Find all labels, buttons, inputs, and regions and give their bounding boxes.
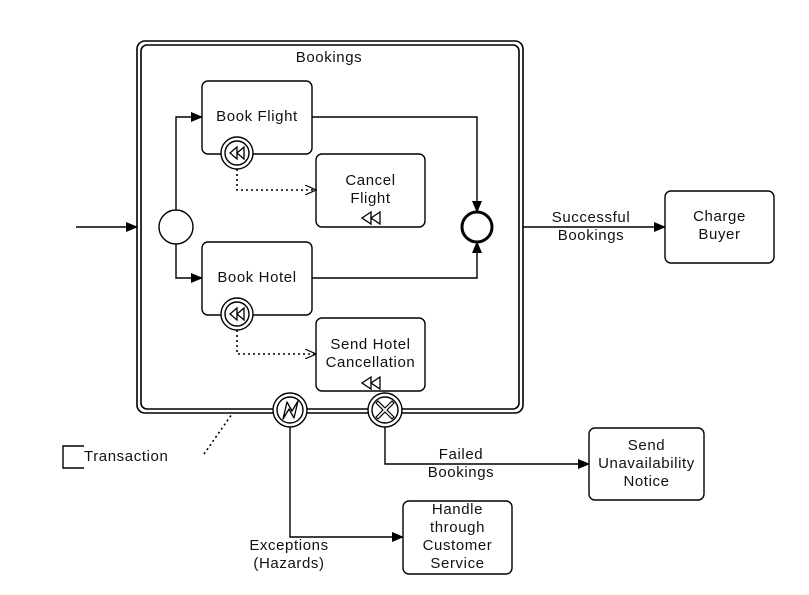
send-hotel-cancellation-line: Cancellation — [325, 354, 416, 371]
failed-bookings-line: Failed — [438, 446, 484, 463]
send-unavailability-notice-task-shape — [588, 427, 705, 501]
flow-book-hotel-to-end — [312, 241, 482, 279]
cancel-boundary-event — [367, 392, 403, 428]
handle-customer-service-line: Customer — [422, 537, 493, 554]
compensation-marker-icon — [360, 210, 381, 226]
charge-buyer-task-label: Charge Buyer — [665, 208, 774, 244]
flow-exceptions — [289, 427, 404, 542]
successful-bookings-label: Successful Bookings — [536, 209, 646, 245]
annotation-association — [203, 413, 233, 455]
handle-customer-service-task-label: Handle through Customer Service — [403, 501, 512, 573]
flow-start-to-book-hotel — [175, 244, 203, 283]
association-compensate-flight — [236, 169, 316, 190]
successful-bookings-line: Bookings — [557, 227, 625, 244]
compensation-boundary-event-flight — [220, 136, 254, 170]
charge-buyer-line: Buyer — [698, 226, 741, 243]
send-unavailability-notice-line: Notice — [623, 473, 670, 490]
cancel-flight-task-label: Cancel Flight — [316, 172, 425, 208]
exceptions-line: Exceptions — [249, 537, 329, 554]
subprocess-title: Bookings — [295, 49, 363, 66]
handle-customer-service-task-shape — [402, 500, 513, 575]
annotation-bracket — [62, 445, 84, 469]
book-hotel-task-label: Book Hotel — [217, 269, 297, 286]
send-unavailability-notice-line: Unavailability — [598, 455, 695, 472]
failed-bookings-line: Bookings — [427, 464, 495, 481]
flow-book-flight-to-end — [312, 116, 482, 213]
charge-buyer-task-shape — [664, 190, 775, 264]
send-unavailability-notice-line: Send — [627, 437, 666, 454]
flow-failed-bookings — [384, 427, 590, 469]
compensation-marker-icon — [360, 375, 381, 391]
association-compensate-hotel — [236, 330, 316, 354]
exceptions-line: (Hazards) — [253, 555, 325, 572]
send-hotel-cancellation-line: Send Hotel — [330, 336, 411, 353]
handle-customer-service-line: Service — [430, 555, 485, 572]
transaction-annotation-text: Transaction — [84, 448, 169, 465]
handle-customer-service-line: Handle — [431, 501, 484, 518]
send-unavailability-notice-task-label: Send Unavailability Notice — [589, 437, 704, 491]
exceptions-label: Exceptions (Hazards) — [234, 537, 344, 573]
start-event — [158, 209, 194, 245]
send-hotel-cancellation-task-label: Send Hotel Cancellation — [316, 336, 425, 372]
cancel-flight-line: Flight — [350, 190, 391, 207]
end-event — [460, 210, 494, 244]
failed-bookings-label: Failed Bookings — [406, 446, 516, 482]
book-flight-task-label: Book Flight — [216, 108, 298, 125]
flow-start-to-book-flight — [175, 112, 203, 210]
error-boundary-event — [272, 392, 308, 428]
charge-buyer-line: Charge — [693, 208, 746, 225]
compensation-boundary-event-hotel — [220, 297, 254, 331]
successful-bookings-line: Successful — [551, 209, 631, 226]
cancel-flight-line: Cancel — [345, 172, 396, 189]
handle-customer-service-line: through — [429, 519, 486, 536]
